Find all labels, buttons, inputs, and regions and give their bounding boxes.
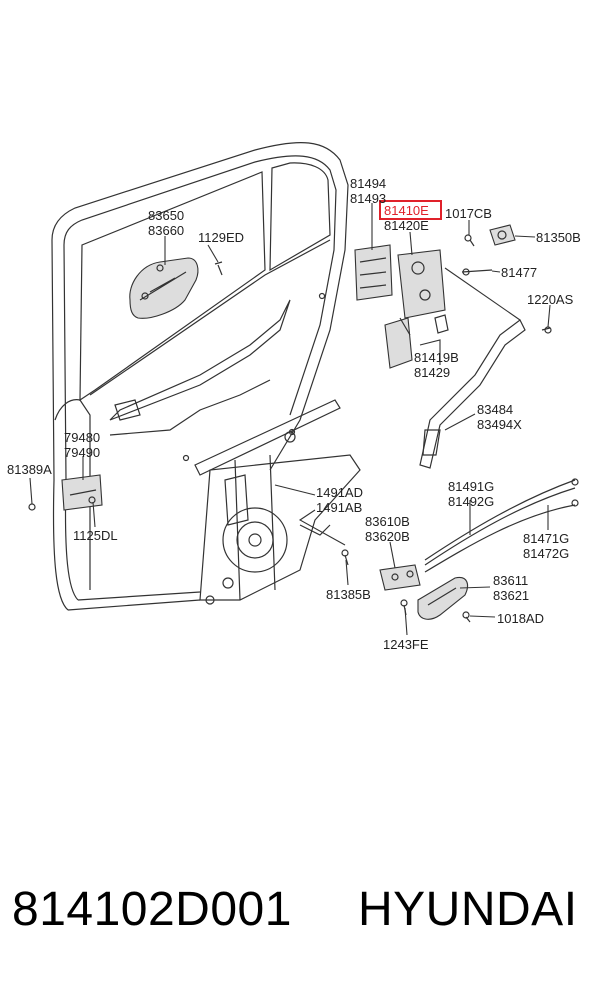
label-81389A: 81389A (7, 462, 52, 477)
label-81493: 81493 (350, 191, 386, 206)
lock-rod (419, 319, 526, 469)
label-81494: 81494 (350, 176, 386, 191)
door-parts-diagram: 81494 81493 81410E 81420E 1017CB 81350B … (7, 141, 581, 652)
label-1125DL: 1125DL (73, 528, 118, 543)
inside-handle (417, 576, 469, 620)
leader-lines (29, 203, 551, 636)
label-83620B: 83620B (365, 529, 410, 544)
label-81410E: 81410E (384, 203, 429, 218)
label-81471G: 81471G (523, 531, 569, 546)
window-regulator (194, 399, 361, 605)
label-81385B: 81385B (326, 587, 371, 602)
label-83660: 83660 (148, 223, 184, 238)
label-83494X: 83494X (477, 417, 522, 432)
footer-caption: 814102D001 HYUNDAI (0, 870, 600, 950)
label-81350B: 81350B (536, 230, 581, 245)
label-81420E: 81420E (384, 218, 429, 233)
door-frame (51, 141, 349, 611)
label-83621: 83621 (493, 588, 529, 603)
brand-text: HYUNDAI (358, 883, 578, 936)
label-83484: 83484 (477, 402, 513, 417)
label-1129ED: 1129ED (198, 230, 244, 245)
label-1491AD: 1491AD (316, 485, 363, 500)
label-83650: 83650 (148, 208, 184, 223)
label-81472G: 81472G (523, 546, 569, 561)
label-1243FE: 1243FE (383, 637, 429, 652)
part-number-text: 814102D001 (12, 883, 292, 936)
label-79490: 79490 (64, 445, 100, 460)
label-1017CB: 1017CB (445, 206, 492, 221)
label-1491AB: 1491AB (316, 500, 362, 515)
door-lock-assembly (354, 244, 449, 369)
door-check (28, 474, 103, 511)
highlight-box (379, 200, 442, 220)
inside-handle-bracket (379, 564, 421, 591)
label-81477: 81477 (501, 265, 537, 280)
label-81419B: 81419B (414, 350, 459, 365)
label-79480: 79480 (64, 430, 100, 445)
cables (424, 478, 579, 573)
label-81491G: 81491G (448, 479, 494, 494)
label-1018AD: 1018AD (497, 611, 544, 626)
label-81492G: 81492G (448, 494, 494, 509)
label-1220AS: 1220AS (527, 292, 574, 307)
label-81429: 81429 (414, 365, 450, 380)
label-83610B: 83610B (365, 514, 410, 529)
label-83611: 83611 (493, 573, 528, 588)
outside-handle (129, 257, 199, 319)
